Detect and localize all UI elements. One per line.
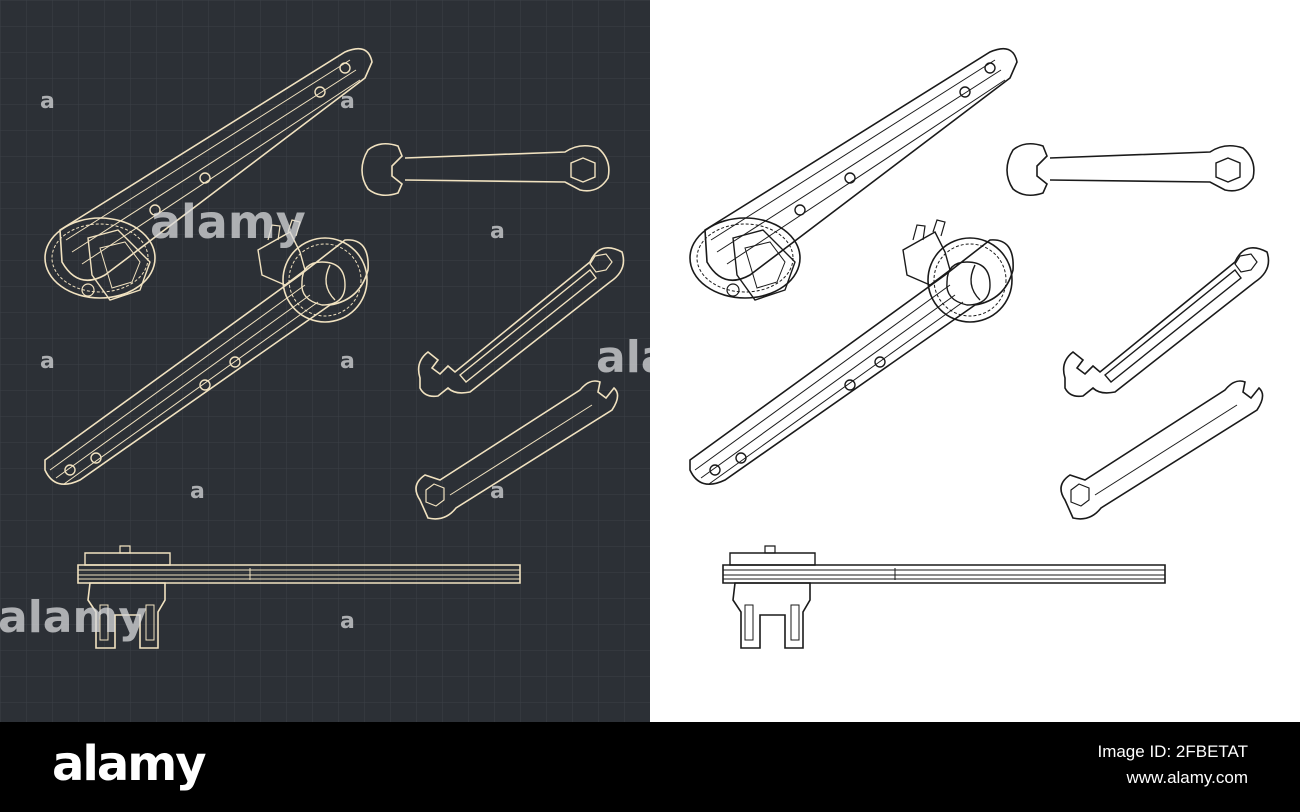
- site-url-label: www.alamy.com: [1126, 768, 1248, 787]
- blueprint-dark-panel: alamy alamy ala a a a a a a a a: [0, 0, 670, 722]
- brand-logo: alamy: [52, 736, 207, 792]
- watermark-mark: a: [40, 349, 55, 374]
- image-id-label: Image ID: 2FBETAT: [1097, 742, 1248, 761]
- watermark-mark: a: [340, 89, 355, 114]
- watermark-mark: a: [40, 89, 55, 114]
- watermark-mark: a: [340, 609, 355, 634]
- blueprint-canvas: alamy alamy ala a a a a a a a a: [0, 0, 1300, 722]
- blueprint-light-panel: [650, 0, 1300, 722]
- watermark-mark: a: [190, 479, 205, 504]
- footer-bar: alamy Image ID: 2FBETAT www.alamy.com: [0, 722, 1300, 812]
- watermark-mark: a: [490, 479, 505, 504]
- watermark-mark: a: [340, 349, 355, 374]
- watermark-top: alamy: [150, 195, 306, 249]
- watermark-left: alamy: [0, 592, 147, 643]
- watermark-mark: a: [490, 219, 505, 244]
